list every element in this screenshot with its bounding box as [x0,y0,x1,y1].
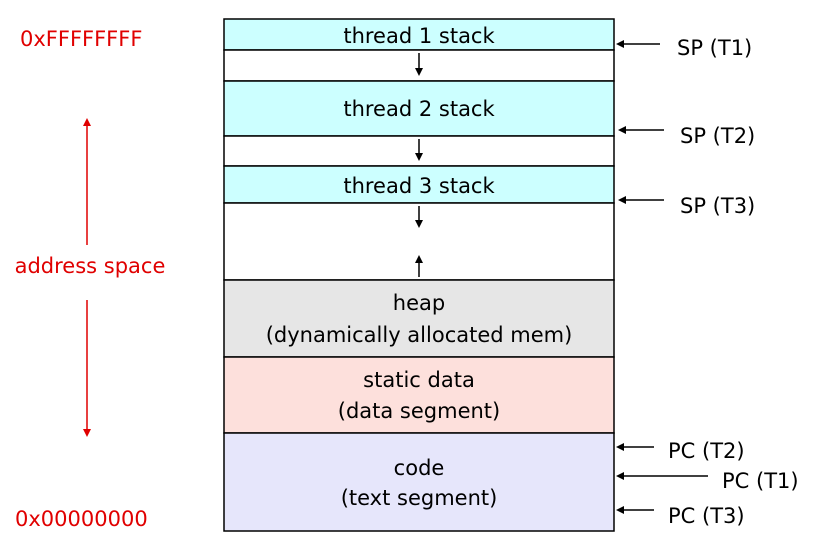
address-top-label: 0xFFFFFFFF [20,27,142,51]
code-block [223,432,615,532]
address-bottom-label: 0x00000000 [15,507,148,531]
code-sublabel: (text segment) [341,486,498,510]
pc-t2-label: PC (T2) [668,439,745,463]
sp-t2-label: SP (T2) [680,124,755,148]
thread2-stack-label: thread 2 stack [343,97,495,121]
sp-t3-label: SP (T3) [680,194,755,218]
thread1-stack-block [223,18,615,51]
static-data-label: static data [363,368,475,392]
pc-t1-label: PC (T1) [722,469,799,493]
heap-sublabel: (dynamically allocated mem) [266,323,573,347]
address-space-label: address space [15,254,166,278]
code-label: code [394,456,445,480]
thread3-stack-label: thread 3 stack [343,174,495,198]
pc-t3-label: PC (T3) [668,504,745,528]
static-data-sublabel: (data segment) [338,399,500,423]
thread1-stack-label: thread 1 stack [343,24,495,48]
sp-t1-label: SP (T1) [677,36,752,60]
heap-label: heap [393,291,445,315]
thread2-stack-block [223,80,615,137]
static-data-block [223,356,615,434]
